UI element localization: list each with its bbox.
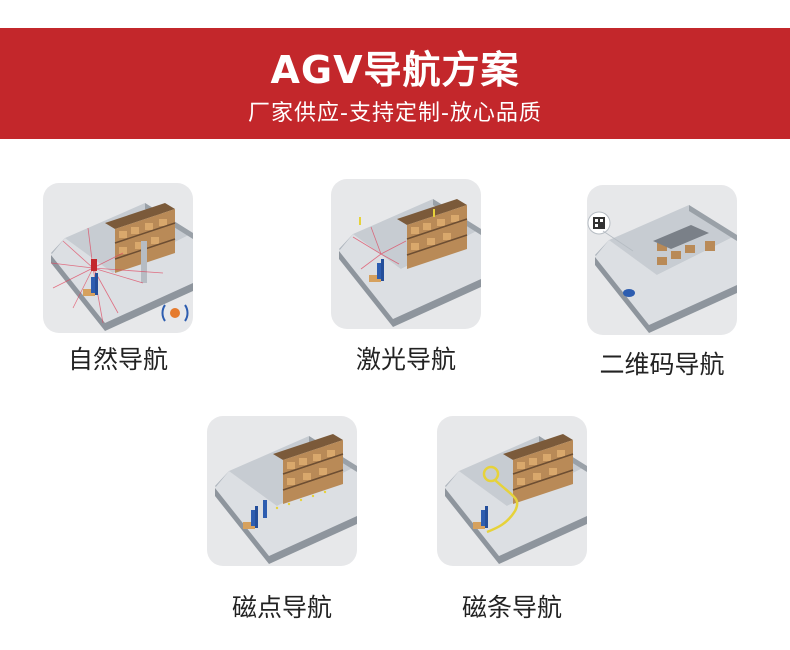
solution-card-laser[interactable]: 激光导航 — [331, 179, 481, 379]
page-title: AGV导航方案 — [270, 48, 520, 92]
magnetic-tape-navigation-illustration — [437, 416, 587, 566]
header-banner: AGV导航方案 厂家供应-支持定制-放心品质 — [0, 28, 790, 139]
solution-label: 磁条导航 — [461, 593, 562, 622]
laser-navigation-illustration — [331, 179, 481, 329]
solution-label: 激光导航 — [355, 345, 456, 374]
solution-card-magnetic-tape[interactable]: 磁条导航 — [437, 416, 587, 622]
natural-navigation-illustration — [43, 183, 193, 333]
page-subtitle: 厂家供应-支持定制-放心品质 — [248, 101, 542, 126]
solution-card-magnetic-point[interactable]: 磁点导航 — [207, 416, 357, 622]
solution-label: 自然导航 — [67, 345, 168, 374]
qrcode-navigation-illustration — [587, 185, 737, 335]
solution-label: 磁点导航 — [231, 593, 332, 622]
magnetic-point-navigation-illustration — [207, 416, 357, 566]
solution-card-natural[interactable]: 自然导航 — [43, 183, 193, 383]
solution-label: 二维码导航 — [599, 350, 725, 379]
solution-card-qrcode[interactable]: 二维码导航 — [587, 185, 737, 385]
